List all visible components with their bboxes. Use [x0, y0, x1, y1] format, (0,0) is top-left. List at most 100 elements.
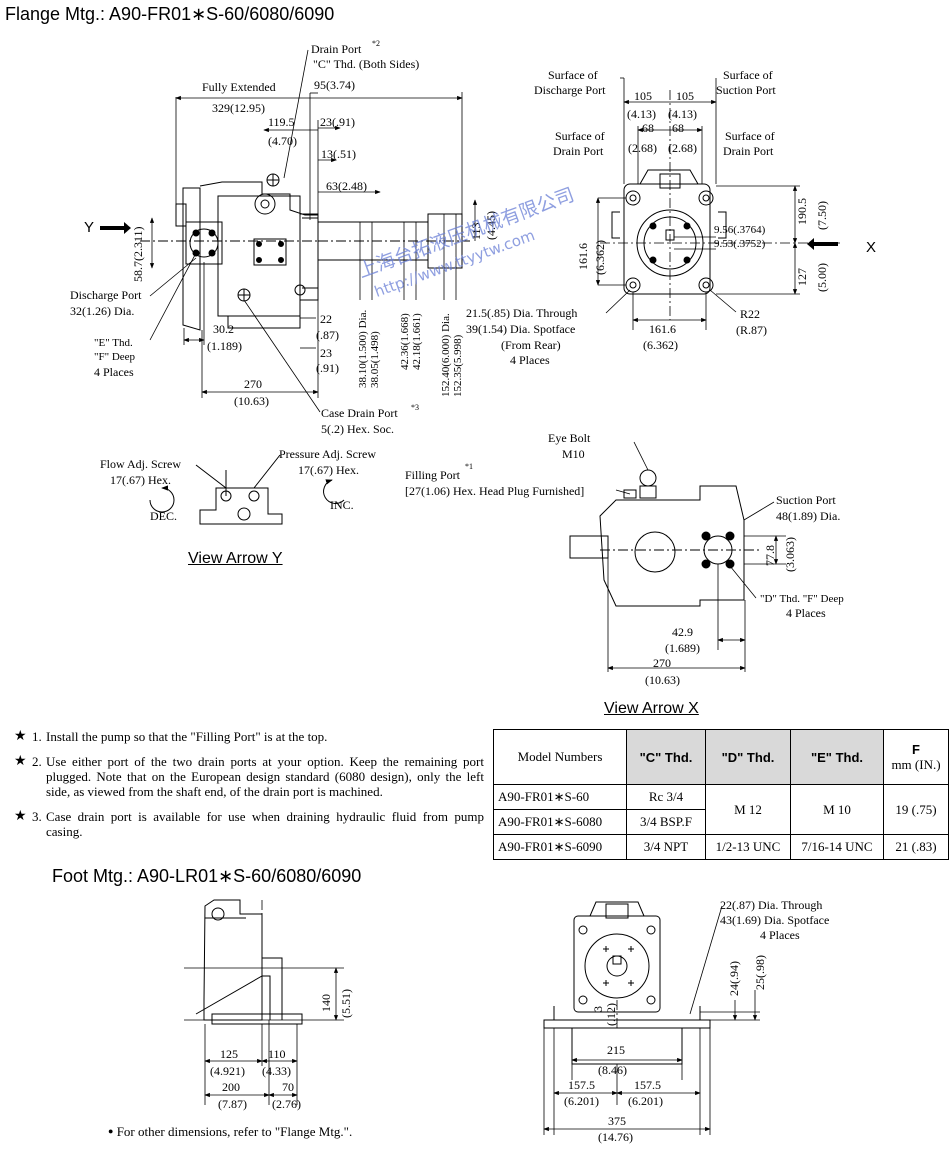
header-f-depth: F mm (IN.) [883, 729, 949, 785]
dim-42-36: 42.36(1.668) [399, 313, 411, 370]
arrow-x-view-dimension-lines [607, 441, 786, 672]
dim-110: 110 [268, 1047, 286, 1061]
dim-0-12: (.12) [604, 1003, 618, 1026]
y-view-arrow-icon [100, 222, 131, 234]
dim-140: 140 [319, 994, 333, 1012]
dim-5-00: (5.00) [815, 263, 829, 292]
dim-161-6-horiz: 161.6 [649, 322, 676, 336]
filling-port-size: [27(1.06) Hex. Head Plug Furnished] [405, 484, 584, 498]
dim-152-35: 152.35(5.998) [452, 334, 464, 397]
cell-e-thread-merged: M 10 [790, 784, 884, 835]
dim-1-689: (1.689) [665, 641, 700, 655]
table-row: A90-FR01∗S-60 Rc 3/4 M 12 M 10 19 (.75) [493, 784, 949, 835]
f-deep-label: "F" Deep [94, 351, 136, 363]
cell-model: A90-FR01∗S-6080 [493, 809, 627, 835]
dim-105-left: 105 [634, 89, 652, 103]
surface-drain-left-2: Drain Port [553, 144, 604, 158]
dim-4-33: (4.33) [262, 1064, 291, 1078]
foot-side-dimension-lines [184, 900, 344, 1105]
dim-8-46: (8.46) [598, 1063, 627, 1077]
note-item: ★ 3. Case drain port is available for us… [14, 809, 484, 839]
dim-215: 215 [607, 1043, 625, 1057]
eye-bolt-size: M10 [562, 447, 585, 461]
dim-157-5-right: 157.5 [634, 1078, 661, 1092]
dim-4-921: (4.921) [210, 1064, 245, 1078]
header-f-unit: mm (IN.) [891, 756, 941, 772]
table-header-row: Model Numbers "C" Thd. "D" Thd. "E" Thd.… [493, 729, 949, 785]
drain-port-ref: *2 [372, 39, 380, 48]
star-icon: ★ [14, 729, 27, 744]
view-arrow-x-label: View Arrow X [604, 700, 699, 717]
foot-end-labels: 22(.87) Dia. Through 43(1.69) Dia. Spotf… [564, 898, 829, 1144]
cell-f-depth-merged: 19 (.75) [883, 784, 949, 835]
dim-270-side: 270 [244, 377, 262, 391]
suction-port-label: Suction Port [776, 493, 836, 507]
note-item: ★ 1. Install the pump so that the "Filli… [14, 729, 484, 744]
end-view-dimension-lines [595, 77, 840, 330]
header-e-thread: "E" Thd. [790, 729, 884, 785]
e-thread-label: "E" Thd. [94, 337, 133, 349]
dim-105-right: 105 [676, 89, 694, 103]
dim-22: 22 [320, 312, 332, 326]
discharge-port-label: Discharge Port [70, 288, 142, 302]
dim-68-right: 68 [672, 121, 684, 135]
mount-hole-2: 39(1.54) Dia. Spotface [466, 322, 575, 336]
arrow-y-view-labels: Flow Adj. Screw 17(.67) Hex. DEC. Pressu… [100, 447, 376, 523]
mount-hole-4: 4 Places [510, 353, 550, 367]
radius-r22: R22 [740, 307, 760, 321]
foot-side-labels: 140 (5.51) 125 (4.921) 110 (4.33) 200 (7… [210, 989, 353, 1111]
table-row: A90-FR01∗S-6080 3/4 BSP.F [493, 809, 949, 835]
dim-113: 113 [469, 222, 483, 240]
dim-77-8: 77.8 [763, 545, 777, 566]
dim-7-87: (7.87) [218, 1097, 247, 1111]
dim-42-18: 42.18(1.661) [411, 313, 423, 370]
arrow-x-view-drawing [569, 469, 760, 607]
dim-127: 127 [795, 268, 809, 286]
header-c-thread: "C" Thd. [626, 729, 706, 785]
x-view-label: X [866, 239, 876, 256]
dim-30-2: 30.2 [213, 322, 234, 336]
surface-discharge-2: Discharge Port [534, 83, 606, 97]
dim-270-x: 270 [653, 656, 671, 670]
fully-extended-label: Fully Extended [202, 80, 276, 94]
flow-adj-hex: 17(.67) Hex. [110, 473, 171, 487]
mount-hole-1: 21.5(.85) Dia. Through [466, 306, 577, 320]
flow-adj-screw-label: Flow Adj. Screw [100, 457, 181, 471]
flange-mounting-title: Flange Mtg.: A90-FR01∗S-60/6080/6090 [5, 4, 335, 24]
footnote-text: For other dimensions, refer to "Flange M… [116, 1124, 353, 1139]
dim-329: 329(12.95) [212, 101, 265, 115]
dim-9-53: 9.53(.3752) [714, 238, 766, 250]
dim-70: 70 [282, 1080, 294, 1094]
foot-side-drawing [195, 899, 303, 1025]
cell-e-thread: 7/16-14 UNC [790, 834, 884, 860]
cell-model: A90-FR01∗S-60 [493, 784, 627, 810]
note-text: Use either port of the two drain ports a… [46, 754, 484, 799]
foot-mounting-footnote: ● For other dimensions, refer to "Flange… [108, 1124, 352, 1140]
d-thread-label: "D" Thd. "F" Deep [760, 593, 844, 605]
drain-port-label: Drain Port [311, 42, 362, 56]
e-thread-places: 4 Places [94, 365, 134, 379]
case-drain-ref: *3 [411, 403, 419, 412]
cell-model: A90-FR01∗S-6090 [493, 834, 627, 860]
foot-hole-2: 43(1.69) Dia. Spotface [720, 913, 829, 927]
radius-r0-87: (R.87) [736, 323, 767, 337]
x-view-arrow-icon [807, 238, 838, 250]
end-view-drawing [611, 169, 727, 295]
surface-suction-1: Surface of [723, 68, 773, 82]
arrow-y-view-drawing [149, 454, 345, 525]
dim-2-68-right: (2.68) [668, 141, 697, 155]
arrow-x-view-labels: Eye Bolt M10 Filling Port *1 [27(1.06) H… [405, 431, 844, 687]
dim-6-362-horiz: (6.362) [643, 338, 678, 352]
note-number: 2. [32, 754, 42, 769]
dim-200: 200 [222, 1080, 240, 1094]
dim-25: 25(.98) [753, 955, 767, 990]
dim-13: 13(.51) [321, 147, 356, 161]
header-d-thread: "D" Thd. [705, 729, 791, 785]
dim-9-56: 9.56(.3764) [714, 224, 766, 236]
dim-23-a: 23(.91) [320, 115, 355, 129]
c-thread-label: "C" Thd. (Both Sides) [313, 57, 419, 71]
eye-bolt-label: Eye Bolt [548, 431, 591, 445]
dim-6-201-right: (6.201) [628, 1094, 663, 1108]
foot-mounting-title: Foot Mtg.: A90-LR01∗S-60/6080/6090 [52, 866, 362, 886]
